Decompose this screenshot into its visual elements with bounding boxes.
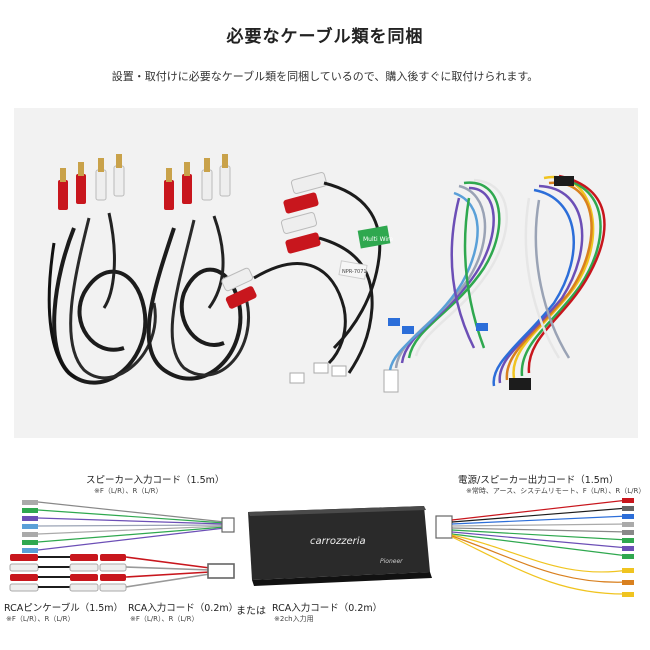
speaker-wire-harness <box>388 178 508 371</box>
rca-pin-cable-note: ※F（L/R）、R（L/R） <box>6 615 75 623</box>
rca-input-cords: Multi Wire NPR-7071 <box>221 172 399 393</box>
rca-pin-cable-label: RCAピンケーブル（1.5m） <box>4 603 124 614</box>
cable-tag-label: Multi Wire <box>363 236 393 243</box>
page-title: 必要なケーブル類を同梱 <box>226 27 424 47</box>
power-speaker-output-cord-illustration <box>435 498 634 597</box>
rca-cable-coil-1 <box>47 154 157 385</box>
amplifier-illustration: carrozzeria Pioneer <box>248 506 432 586</box>
connection-diagram: carrozzeria Pioneer <box>0 460 650 650</box>
or-text: または <box>236 606 266 617</box>
cable-tag-label-2: NPR-7071 <box>342 269 367 275</box>
cables-photo: Multi Wire NPR-7071 <box>14 108 638 438</box>
power-wire-harness <box>476 174 606 390</box>
power-output-cord-label: 電源/スピーカー出力コード（1.5m） <box>458 475 619 486</box>
rca-input-cord-a-note: ※F（L/R）、R（L/R） <box>130 615 199 623</box>
cables-photo-illustration: Multi Wire NPR-7071 <box>47 154 606 393</box>
speaker-input-cord-note: ※F（L/R）、R（L/R） <box>94 487 163 495</box>
rca-input-cord-illustration <box>125 556 235 588</box>
rca-input-cord-b-note: ※2ch入力用 <box>274 615 314 623</box>
speaker-input-cord-illustration <box>22 500 235 553</box>
rca-input-cord-a-label: RCA入力コード（0.2m） <box>128 603 239 614</box>
amplifier-maker-label: Pioneer <box>380 558 403 565</box>
power-output-cord-note: ※常時、アース、システムリモート、F（L/R）、R（L/R） <box>466 487 646 495</box>
rca-cable-coil-2 <box>146 154 250 381</box>
rca-pin-cable-illustration <box>9 554 127 592</box>
rca-input-cord-b-label: RCA入力コード（0.2m） <box>272 603 383 614</box>
connection-diagram-illustration: carrozzeria Pioneer <box>9 498 634 597</box>
amplifier-brand-label: carrozzeria <box>310 536 366 547</box>
page-subtitle: 設置・取付けに必要なケーブル類を同梱しているので、購入後すぐに取付けられます。 <box>111 70 539 83</box>
speaker-input-cord-label: スピーカー入力コード（1.5m） <box>86 475 225 486</box>
